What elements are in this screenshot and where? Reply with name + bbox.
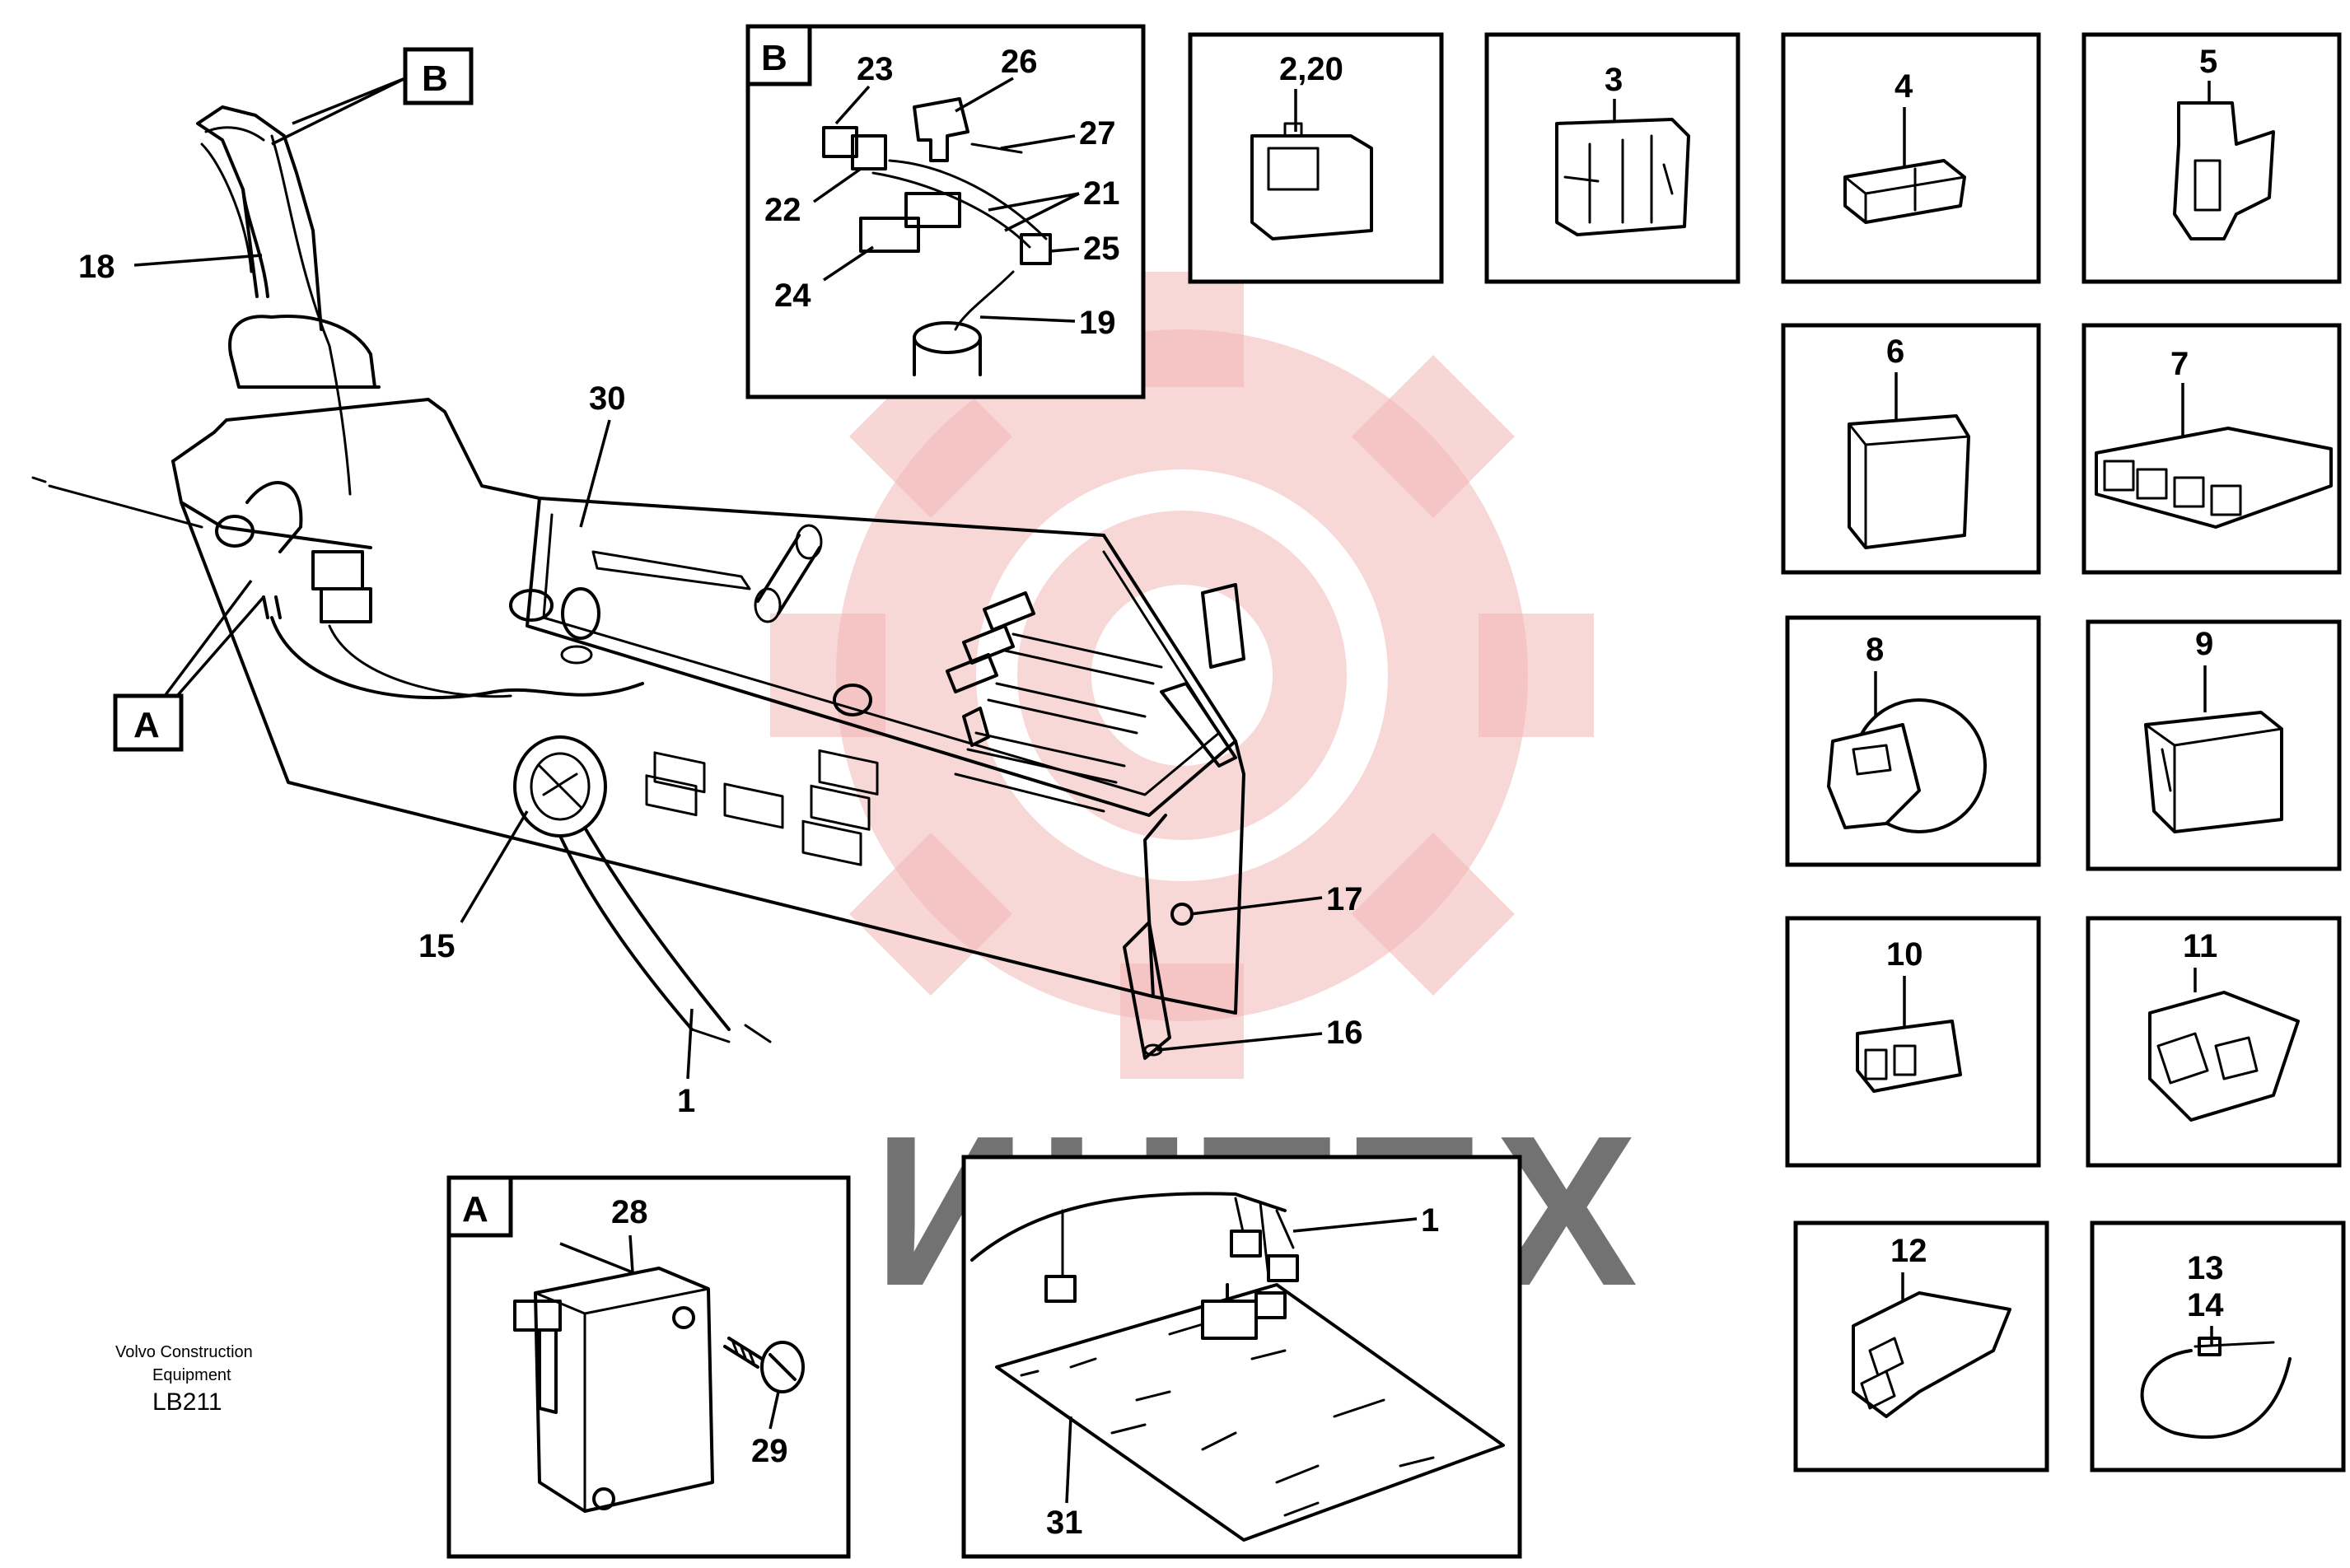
- connector-2-20: 2,20: [1188, 32, 1444, 284]
- detail-b-tag-box: [745, 24, 812, 86]
- detail-b-callout-22: 22: [764, 192, 801, 228]
- connector-label: 8: [1866, 632, 1884, 668]
- info-company-line2: Equipment: [152, 1366, 231, 1384]
- detail-a-callout-29: 29: [751, 1433, 788, 1469]
- connector-label: 9: [2195, 626, 2213, 662]
- callout-1: 1: [677, 1083, 695, 1119]
- connector-grid: 2,20 3 4 5 6: [1188, 32, 2346, 1472]
- connector-4: 4: [1781, 32, 2041, 284]
- connector-12: 12: [1793, 1220, 2049, 1472]
- detail-b-callout-23: 23: [857, 51, 894, 87]
- detail-a-panel: A 28 29: [446, 1175, 851, 1559]
- callout-15: 15: [418, 928, 456, 964]
- circuit-board-panel: 1 31: [961, 1155, 1522, 1559]
- callout-16: 16: [1326, 1015, 1363, 1051]
- detail-b-callout-19: 19: [1079, 305, 1116, 341]
- callout-17: 17: [1326, 881, 1363, 917]
- connector-6: 6: [1781, 323, 2041, 575]
- detail-a-tag-box: [446, 1175, 513, 1238]
- connector-13-14: 13 14: [2090, 1220, 2346, 1472]
- connector-label: 4: [1894, 68, 1913, 105]
- callout-30: 30: [589, 380, 626, 417]
- info-block: Volvo Construction Equipment LB211: [115, 1343, 253, 1416]
- board-callout-1: 1: [1421, 1202, 1439, 1239]
- callout-18: 18: [78, 249, 115, 285]
- detail-b-tag: B: [761, 38, 787, 78]
- watermark-gear-logo: [770, 272, 1594, 1079]
- connector-label: 7: [2170, 346, 2189, 382]
- connector-label: 2,20: [1279, 51, 1343, 87]
- detail-b-callout-26: 26: [1001, 44, 1038, 80]
- callout-b-letter: B: [422, 58, 448, 99]
- callout-a-letter: A: [133, 705, 160, 745]
- main-control-unit-drawing: [31, 105, 1245, 1060]
- info-company-line1: Volvo Construction: [115, 1343, 253, 1361]
- detail-b-callout-25: 25: [1083, 231, 1120, 267]
- connector-7: 7: [2081, 323, 2342, 575]
- detail-b-panel: B 23 26 27 22 21 25 24 19: [745, 24, 1146, 399]
- connector-label: 5: [2199, 44, 2217, 80]
- connector-label: 10: [1886, 936, 1923, 973]
- connector-10: 10: [1785, 916, 2041, 1168]
- connector-3: 3: [1484, 32, 1740, 284]
- callout-box-b: [403, 47, 474, 105]
- connector-label: 14: [2187, 1287, 2224, 1323]
- detail-b-callout-27: 27: [1079, 115, 1116, 152]
- detail-a-tag: A: [462, 1189, 488, 1230]
- connector-8: 8: [1785, 615, 2041, 867]
- detail-b-callout-21: 21: [1083, 175, 1120, 212]
- connector-label: 12: [1890, 1233, 1927, 1269]
- connector-11: 11: [2086, 916, 2342, 1168]
- detail-b-callout-24: 24: [774, 278, 811, 314]
- connector-label: 11: [2183, 928, 2217, 964]
- info-drawing-code: LB211: [152, 1388, 222, 1416]
- callout-box-a: [113, 693, 184, 752]
- connector-label: 3: [1605, 62, 1623, 98]
- connector-9: 9: [2086, 619, 2342, 871]
- main-callouts: B 18 A 30 15 1 17 16: [78, 47, 1363, 1119]
- board-callout-31: 31: [1046, 1505, 1083, 1541]
- connector-5: 5: [2081, 32, 2342, 284]
- connector-label: 13: [2187, 1250, 2224, 1286]
- connector-label: 6: [1886, 334, 1904, 370]
- detail-a-callout-28: 28: [611, 1194, 648, 1230]
